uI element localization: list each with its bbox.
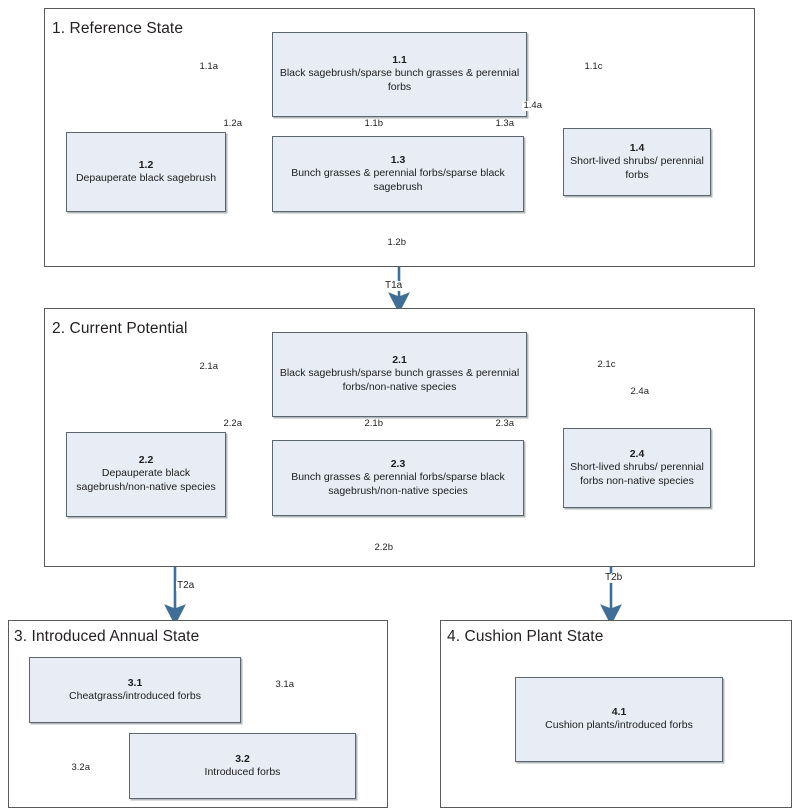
node-3-1-id: 3.1 — [127, 676, 143, 689]
node-2-4-id: 2.4 — [629, 447, 645, 460]
node-1-2-id: 1.2 — [138, 158, 154, 171]
node-1-2-label: Depauperate black sagebrush — [75, 171, 217, 184]
node-4-1-label: Cushion plants/introduced forbs — [545, 719, 693, 732]
transition-label-t2a: T2a — [176, 580, 196, 591]
pathway-label-1-1c: 1.1c — [583, 61, 604, 72]
node-2-1[interactable]: 2.1 Black sagebrush/sparse bunch grasses… — [272, 332, 527, 417]
node-2-4[interactable]: 2.4 Short-lived shrubs/ perennial forbs … — [563, 428, 711, 508]
pathway-label-1-2b: 1.2b — [386, 237, 408, 248]
node-2-2[interactable]: 2.2 Depauperate black sagebrush/non-nati… — [66, 432, 226, 517]
node-2-2-label: Depauperate black sagebrush/non-native s… — [76, 467, 216, 494]
node-4-1-id: 4.1 — [611, 706, 627, 719]
node-3-1[interactable]: 3.1 Cheatgrass/introduced forbs — [29, 657, 241, 723]
node-2-1-label: Black sagebrush/sparse bunch grasses & p… — [279, 367, 520, 394]
node-2-3-label: Bunch grasses & perennial forbs/sparse b… — [291, 470, 505, 497]
node-1-4[interactable]: 1.4 Short-lived shrubs/ perennial forbs — [563, 128, 711, 196]
pathway-label-1-4a: 1.4a — [522, 100, 544, 111]
pathway-label-2-3a: 2.3a — [494, 418, 516, 429]
pathway-label-3-1a: 3.1a — [274, 679, 296, 690]
pathway-label-1-3a: 1.3a — [494, 118, 516, 129]
pathway-label-2-2b: 2.2b — [373, 542, 395, 553]
pathway-label-2-1a: 2.1a — [198, 361, 220, 372]
pathway-label-2-4a: 2.4a — [629, 386, 651, 397]
node-2-4-label: Short-lived shrubs/ perennial forbs non-… — [570, 460, 704, 487]
node-3-2-id: 3.2 — [235, 752, 250, 765]
node-1-1-label: Black sagebrush/sparse bunch grasses & p… — [279, 67, 520, 94]
node-3-2-label: Introduced forbs — [204, 765, 281, 778]
node-3-1-label: Cheatgrass/introduced forbs — [69, 689, 201, 702]
node-3-2[interactable]: 3.2 Introduced forbs — [129, 733, 356, 799]
pathway-label-3-2a: 3.2a — [70, 762, 92, 773]
pathway-label-2-1b: 2.1b — [363, 418, 385, 429]
pathway-label-2-1c: 2.1c — [596, 359, 617, 370]
pathway-label-1-1b: 1.1b — [363, 118, 385, 129]
pathway-label-1-1a: 1.1a — [198, 61, 220, 72]
transition-label-t2b: T2b — [604, 572, 624, 583]
node-2-3-id: 2.3 — [390, 457, 406, 470]
node-1-3-id: 1.3 — [390, 153, 406, 166]
pathway-label-2-2a: 2.2a — [222, 418, 244, 429]
node-1-1[interactable]: 1.1 Black sagebrush/sparse bunch grasses… — [272, 32, 527, 117]
node-1-2[interactable]: 1.2 Depauperate black sagebrush — [66, 132, 226, 212]
node-2-1-id: 2.1 — [392, 354, 407, 367]
transition-label-t1a: T1a — [384, 280, 404, 291]
node-1-1-id: 1.1 — [392, 54, 407, 67]
pathway-label-1-2a: 1.2a — [222, 118, 244, 129]
node-1-4-label: Short-lived shrubs/ perennial forbs — [570, 154, 704, 181]
state-title-3: 3. Introduced Annual State — [14, 628, 200, 645]
state-title-4: 4. Cushion Plant State — [447, 628, 604, 645]
state-title-1: 1. Reference State — [52, 20, 184, 37]
node-4-1[interactable]: 4.1 Cushion plants/introduced forbs — [515, 677, 723, 762]
node-1-3-label: Bunch grasses & perennial forbs/sparse b… — [291, 166, 505, 193]
node-2-3[interactable]: 2.3 Bunch grasses & perennial forbs/spar… — [272, 440, 524, 516]
node-1-4-id: 1.4 — [629, 141, 645, 154]
node-2-2-id: 2.2 — [138, 454, 154, 467]
node-1-3[interactable]: 1.3 Bunch grasses & perennial forbs/spar… — [272, 136, 524, 212]
state-title-2: 2. Current Potential — [52, 320, 188, 337]
